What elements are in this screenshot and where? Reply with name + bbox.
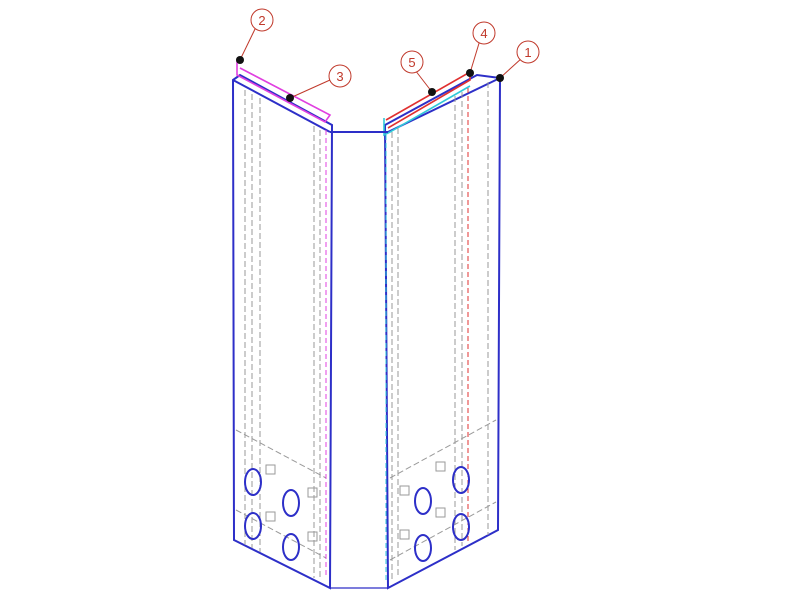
right-wing <box>383 70 502 590</box>
left-hidden-lines <box>235 90 327 580</box>
callout-bubble-3 <box>328 64 352 88</box>
right-hidden-lines <box>389 82 497 582</box>
right-hole <box>414 534 432 562</box>
right-hole <box>452 513 470 541</box>
left-hole <box>282 533 300 561</box>
right-flange-red <box>385 70 471 129</box>
right-bolts <box>399 461 446 540</box>
left-wing <box>231 60 334 590</box>
marker-dot <box>428 88 436 96</box>
left-hole <box>244 512 262 540</box>
right-hole <box>452 466 470 494</box>
callout-bubble-1 <box>516 40 540 64</box>
marker-dot <box>466 69 474 77</box>
left-hole <box>244 468 262 496</box>
callout-label-3: 3 <box>336 69 343 84</box>
callout-label-4: 4 <box>480 26 487 41</box>
left-flange-magenta-inner <box>239 67 331 116</box>
callout-label-2: 2 <box>258 13 265 28</box>
marker-dot <box>496 74 504 82</box>
callout-bubble-5 <box>400 50 424 74</box>
right-holes <box>414 466 470 562</box>
left-wing-top-edge <box>232 79 331 133</box>
left-holes <box>244 468 300 561</box>
callout-bubble-2 <box>250 8 274 32</box>
callout-label-5: 5 <box>408 55 415 70</box>
callout-label-1: 1 <box>524 45 531 60</box>
marker-dot <box>286 94 294 102</box>
left-bolts <box>265 464 318 542</box>
marker-dot <box>236 56 244 64</box>
right-wing-outline <box>383 73 502 590</box>
callouts <box>239 8 540 99</box>
callout-markers <box>236 56 504 102</box>
right-hole <box>414 487 432 515</box>
left-hole <box>282 489 300 517</box>
right-flange-cyan <box>383 85 471 137</box>
callout-bubble-4 <box>472 21 496 45</box>
left-wing-outline <box>231 73 334 590</box>
